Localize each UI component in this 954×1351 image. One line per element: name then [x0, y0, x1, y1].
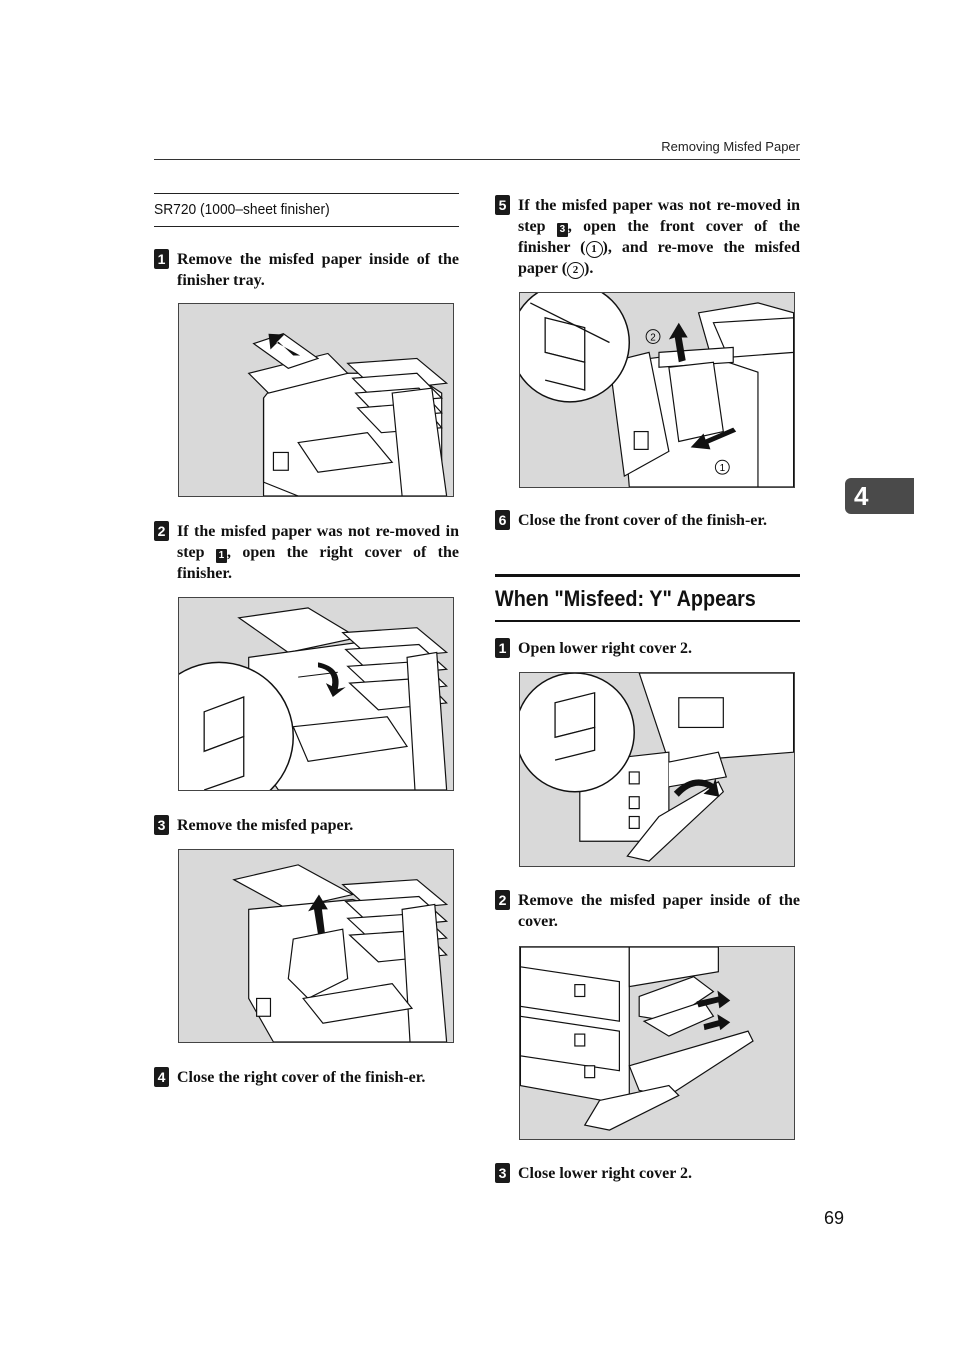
chapter-tab: 4 — [845, 478, 914, 514]
page-number: 69 — [824, 1208, 845, 1228]
step-text: Remove the misfed paper inside of the co… — [518, 892, 800, 930]
step-text: If the misfed paper was not re-moved in … — [518, 197, 801, 279]
step-text: If the misfed paper was not re-moved in … — [177, 523, 459, 582]
step-number: 2 — [495, 890, 510, 910]
misfeed-section-title-text: When "Misfeed: Y" Appears — [495, 586, 756, 611]
step-ref-icon: 1 — [215, 549, 227, 563]
misfeed-section-title: When "Misfeed: Y" Appears — [495, 574, 800, 622]
misfeed-step-1: 1 Open lower right cover 2. — [495, 638, 800, 659]
open-front-cover-illustration: 2 1 — [520, 293, 794, 487]
step-text: Close lower right cover 2. — [518, 1165, 693, 1182]
step-number: 1 — [154, 249, 169, 269]
open-right-cover-illustration — [179, 607, 449, 790]
section-title-text: SR720 (1000–sheet finisher) — [154, 201, 330, 218]
remove-paper-cover-illustration — [520, 947, 754, 1131]
step-ref-icon: 3 — [556, 223, 568, 237]
open-lower-cover-illustration — [520, 673, 794, 862]
step-text: Close the right cover of the finish-er. — [177, 1069, 426, 1086]
fig-label-2: 2 — [650, 333, 656, 344]
step-text: Remove the misfed paper. — [177, 817, 354, 834]
step-number: 1 — [495, 638, 510, 658]
figure-open-front-cover: 2 1 — [519, 292, 795, 488]
step-number: 5 — [495, 195, 510, 215]
figure-remove-paper-cover — [519, 946, 795, 1140]
figure-finisher-tray — [178, 303, 454, 497]
step-text: Remove the misfed paper inside of the fi… — [177, 251, 459, 289]
section-title: SR720 (1000–sheet finisher) — [154, 193, 459, 227]
header-rule — [154, 159, 800, 160]
callout-1-icon: 1 — [585, 241, 603, 258]
running-header: Removing Misfed Paper — [661, 139, 800, 154]
misfeed-step-2: 2 Remove the misfed paper inside of the … — [495, 890, 800, 932]
step-number: 3 — [154, 815, 169, 835]
figure-remove-paper — [178, 849, 454, 1043]
fig-label-1: 1 — [720, 463, 726, 474]
figure-open-right-cover — [178, 597, 454, 791]
step-5-finisher: 5 If the misfed paper was not re-moved i… — [495, 195, 800, 279]
step-1-finisher: 1 Remove the misfed paper inside of the … — [154, 249, 459, 291]
step-3-finisher: 3 Remove the misfed paper. — [154, 815, 459, 836]
step-text: Open lower right cover 2. — [518, 640, 693, 657]
step-number: 4 — [154, 1067, 169, 1087]
misfeed-step-3: 3 Close lower right cover 2. — [495, 1163, 800, 1184]
step-4-finisher: 4 Close the right cover of the finish-er… — [154, 1067, 459, 1088]
step-2-finisher: 2 If the misfed paper was not re-moved i… — [154, 521, 459, 584]
figure-open-lower-cover — [519, 672, 795, 867]
step-text: Close the front cover of the finish-er. — [518, 512, 767, 529]
finisher-tray-illustration — [247, 333, 449, 496]
step-number: 3 — [495, 1163, 510, 1183]
remove-paper-illustration — [232, 864, 449, 1042]
step-6-finisher: 6 Close the front cover of the finish-er… — [495, 510, 800, 531]
step-number: 2 — [154, 521, 169, 541]
callout-2-icon: 2 — [567, 262, 585, 279]
step-number: 6 — [495, 510, 510, 530]
